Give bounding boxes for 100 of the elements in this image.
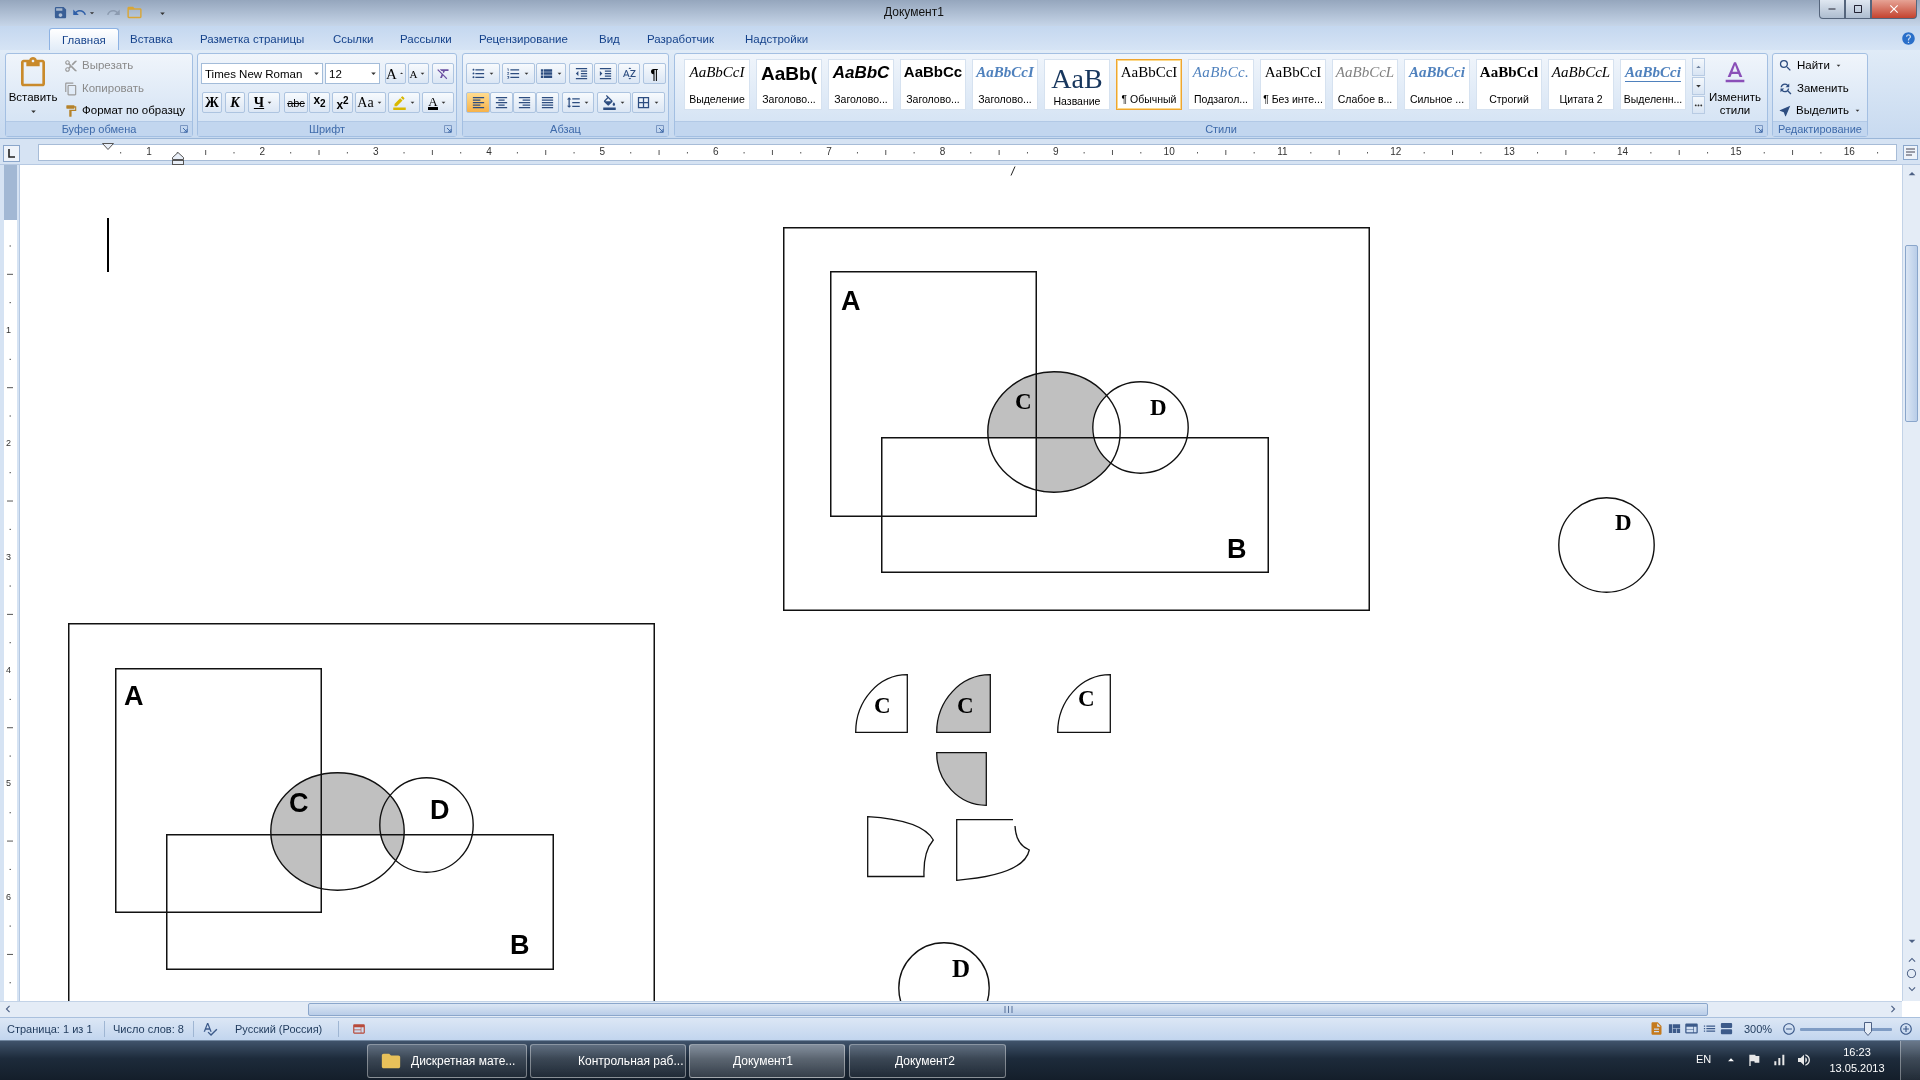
language-indicator: EN — [1696, 1053, 1712, 1066]
style-sample-text: AaBbCci — [1625, 64, 1681, 82]
format-painter-button: Формат по образцу — [62, 101, 188, 120]
taskbar-button: Дискретная мате... — [367, 1044, 527, 1078]
group-title: Шрифт — [308, 122, 346, 136]
cut-out-piece — [867, 816, 934, 878]
set-label: D — [430, 797, 450, 824]
ruler-number: 9 — [1053, 146, 1059, 158]
tab-label: Рассылки — [400, 32, 452, 47]
set-circle — [1092, 381, 1189, 474]
taskbar-button: Документ2 — [849, 1044, 1006, 1078]
ruler-number: 4 — [486, 146, 492, 158]
set-label: D — [952, 956, 971, 981]
change-styles-button: Изменить стили — [1706, 55, 1764, 121]
ruler-number: 1 — [146, 146, 152, 158]
ruler-number: 2 — [6, 438, 11, 450]
ruler-number: 10 — [1163, 146, 1175, 158]
set-circle — [379, 777, 474, 873]
format-button: Aa — [355, 92, 386, 113]
style-sample-text: AaBbCcI — [689, 64, 745, 81]
replace-button: Заменить — [1776, 79, 1851, 98]
ruler-number: 6 — [712, 146, 719, 158]
zoom-level: 300% — [1744, 1023, 1773, 1036]
set-label: C — [957, 694, 974, 717]
style-name: Сильное ... — [1409, 93, 1465, 106]
ruler-number: 3 — [372, 146, 379, 158]
ruler-number: 8 — [939, 146, 946, 158]
set-label: C — [1015, 390, 1032, 413]
font-name-box: Times New Roman — [201, 63, 323, 84]
pilcrow-button: ¶ — [643, 63, 666, 84]
style-sample-text: AaBbCcI — [1120, 64, 1178, 81]
style-sample-text: AaBb( — [761, 64, 817, 85]
status-text: Страница: 1 из 1 — [7, 1023, 93, 1036]
tab-label: Вставка — [130, 32, 173, 47]
style-sample-text: AaBbCcL — [1551, 64, 1611, 81]
circle-sector — [855, 674, 908, 733]
cut-button: Вырезать — [62, 56, 136, 75]
ruler-number: 11 — [1277, 146, 1288, 158]
tab-label: Надстройки — [745, 32, 809, 47]
style-name: ¶ Без инте... — [1263, 93, 1323, 106]
style-sample-text: AaBbCc. — [1192, 64, 1250, 81]
style-name: Выделение — [689, 93, 745, 106]
style-name: Подзагол... — [1194, 93, 1248, 106]
group-title: Редактирование — [1778, 122, 1862, 136]
ruler-number: 6 — [6, 891, 11, 903]
ruler-number: 16 — [1843, 146, 1855, 158]
cut-out-piece — [956, 819, 1030, 881]
set-label: C — [874, 694, 891, 717]
style-sample-text: AaBbCci — [1409, 64, 1465, 81]
status-text: Русский (Россия) — [235, 1023, 323, 1036]
group-title: Стили — [1205, 122, 1237, 136]
set-label: C — [289, 790, 309, 817]
set-circle — [987, 371, 1121, 493]
window-title: Документ1 — [884, 5, 944, 20]
set-label: A — [841, 288, 861, 315]
ribbon-tab: Главная — [49, 28, 119, 50]
style-sample-text: AaBbCcI — [976, 64, 1034, 81]
shrink-font-button: A — [408, 63, 429, 84]
tab-label: Рецензирование — [479, 32, 568, 47]
format-button: x$_{2}$ — [309, 92, 330, 113]
status-text: Число слов: 8 — [113, 1023, 184, 1036]
font-color-button: A — [422, 92, 454, 113]
font-size-box: 12 — [325, 63, 380, 84]
grow-font-button: A — [385, 63, 406, 84]
style-name: Цитата 2 — [1559, 93, 1603, 106]
ruler-number: 12 — [1390, 146, 1402, 158]
clock-date: 13.05.2013 — [1829, 1062, 1885, 1075]
taskbar-button: Контрольная раб... — [530, 1044, 686, 1078]
style-name: Название — [1053, 94, 1101, 108]
set-label: D — [1150, 396, 1167, 419]
set-label: A — [124, 683, 144, 710]
ruler-number: 4 — [6, 665, 11, 677]
style-sample-text: AaBbCcI — [1264, 64, 1322, 81]
ruler-number: 13 — [1503, 146, 1515, 158]
ruler-number: 7 — [826, 146, 832, 158]
style-name: Заголово... — [834, 93, 888, 106]
ruler-number: 5 — [6, 778, 11, 790]
circle-sector — [936, 674, 991, 733]
style-name: Выделенн... — [1623, 93, 1683, 106]
ruler-number: 2 — [259, 146, 266, 158]
clock-time: 16:23 — [1843, 1046, 1871, 1059]
taskbar-button: Документ1 — [689, 1044, 845, 1078]
style-name: Заголово... — [906, 93, 960, 106]
circle-sector — [936, 752, 987, 806]
tab-label: Ссылки — [333, 32, 374, 47]
style-name: Заголово... — [762, 93, 816, 106]
set-label: B — [1227, 536, 1247, 563]
copy-button: Копировать — [62, 79, 146, 98]
find-button: Найти — [1776, 56, 1845, 75]
set-circle — [1558, 497, 1655, 593]
style-sample-text: AaBbCc — [903, 64, 963, 81]
ruler-number: 3 — [6, 551, 11, 563]
style-name: Слабое в... — [1337, 93, 1393, 106]
format-button: Ж — [202, 92, 222, 113]
set-ellipse — [270, 772, 405, 891]
group-title: Буфер обмена — [61, 122, 137, 136]
tab-label: Вид — [599, 32, 620, 47]
ruler-number: 15 — [1730, 146, 1742, 158]
style-name: ¶ Обычный — [1121, 93, 1177, 106]
tab-label: Разработчик — [647, 32, 715, 47]
